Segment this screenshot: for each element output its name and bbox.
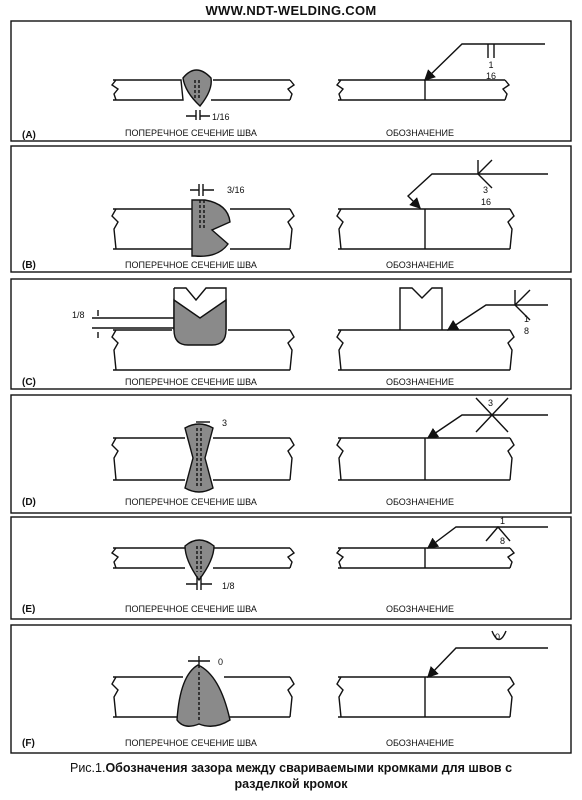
panel-d-letter: (D) xyxy=(22,497,36,508)
panel-c-frame xyxy=(10,278,572,390)
panel-d-frame xyxy=(10,394,572,514)
panel-e-gap: 1/8 xyxy=(222,581,235,591)
panel-b-symbol xyxy=(336,159,548,250)
panel-e-symbol xyxy=(335,525,548,569)
figure-caption: Рис.1.Обозначения зазора между свариваем… xyxy=(0,760,582,792)
panel-c-gap: 1/8 xyxy=(72,310,85,320)
panel-e-section-label: ПОПЕРЕЧНОЕ СЕЧЕНИЕ ШВА xyxy=(125,604,257,614)
panel-c-symbol-label: ОБОЗНАЧЕНИЕ xyxy=(386,377,454,387)
panel-a-sym-den: 16 xyxy=(486,71,496,81)
panel-f-section-label: ПОПЕРЕЧНОЕ СЕЧЕНИЕ ШВА xyxy=(125,738,257,748)
panel-b-frame xyxy=(10,145,572,273)
panel-d-section xyxy=(111,421,295,493)
panel-a-sym-num: 1 xyxy=(488,60,493,70)
panel-d-gap: 3 xyxy=(222,418,227,428)
panel-f-sym-val: 0 xyxy=(495,632,500,642)
panel-e-sym-num: 1 xyxy=(500,516,505,526)
panel-a-frame xyxy=(10,20,572,142)
panel-a-gap: 1/16 xyxy=(212,112,230,122)
panel-c-section-label: ПОПЕРЕЧНОЕ СЕЧЕНИЕ ШВА xyxy=(125,377,257,387)
panel-f-section xyxy=(111,656,295,727)
site-url: WWW.NDT-WELDING.COM xyxy=(205,3,377,18)
panel-b-symbol-label: ОБОЗНАЧЕНИЕ xyxy=(386,260,454,270)
panel-b-section-label: ПОПЕРЕЧНОЕ СЕЧЕНИЕ ШВА xyxy=(125,260,257,270)
panel-f-frame xyxy=(10,624,572,754)
panel-b-sym-den: 16 xyxy=(481,197,491,207)
panel-a-symbol xyxy=(335,43,545,101)
panel-d-section-label: ПОПЕРЕЧНОЕ СЕЧЕНИЕ ШВА xyxy=(125,497,257,507)
panel-b-section xyxy=(111,184,295,257)
panel-e-letter: (E) xyxy=(22,604,35,615)
caption-label: Рис.1. xyxy=(69,761,106,775)
panel-c-sym-den: 8 xyxy=(524,326,529,336)
panel-a-section xyxy=(110,69,296,120)
panel-e-sym-den: 8 xyxy=(500,536,505,546)
panel-b-gap: 3/16 xyxy=(227,185,245,195)
panel-c-section xyxy=(92,287,295,371)
panel-b-sym-num: 3 xyxy=(483,185,488,195)
caption-line-2: разделкой кромок xyxy=(234,777,348,791)
caption-line-1: Обозначения зазора между свариваемыми кр… xyxy=(105,761,513,775)
panel-c-sym-num: 1 xyxy=(524,314,529,324)
panel-a-symbol-label: ОБОЗНАЧЕНИЕ xyxy=(386,128,454,138)
panel-f-symbol xyxy=(336,630,548,718)
panel-d-symbol-label: ОБОЗНАЧЕНИЕ xyxy=(386,497,454,507)
panel-c-symbol xyxy=(336,287,548,371)
panel-f-gap: 0 xyxy=(218,657,223,667)
panel-e-frame xyxy=(10,516,572,620)
panel-d-sym-val: 3 xyxy=(488,398,493,408)
panel-f-letter: (F) xyxy=(22,738,35,749)
panel-a-letter: (A) xyxy=(22,130,36,141)
panel-f-symbol-label: ОБОЗНАЧЕНИЕ xyxy=(386,738,454,748)
panel-d-symbol xyxy=(336,397,548,481)
panel-b-letter: (B) xyxy=(22,260,36,271)
panel-c-letter: (C) xyxy=(22,377,36,388)
panel-e-symbol-label: ОБОЗНАЧЕНИЕ xyxy=(386,604,454,614)
panel-e-section xyxy=(110,539,296,590)
panel-a-section-label: ПОПЕРЕЧНОЕ СЕЧЕНИЕ ШВА xyxy=(125,128,257,138)
